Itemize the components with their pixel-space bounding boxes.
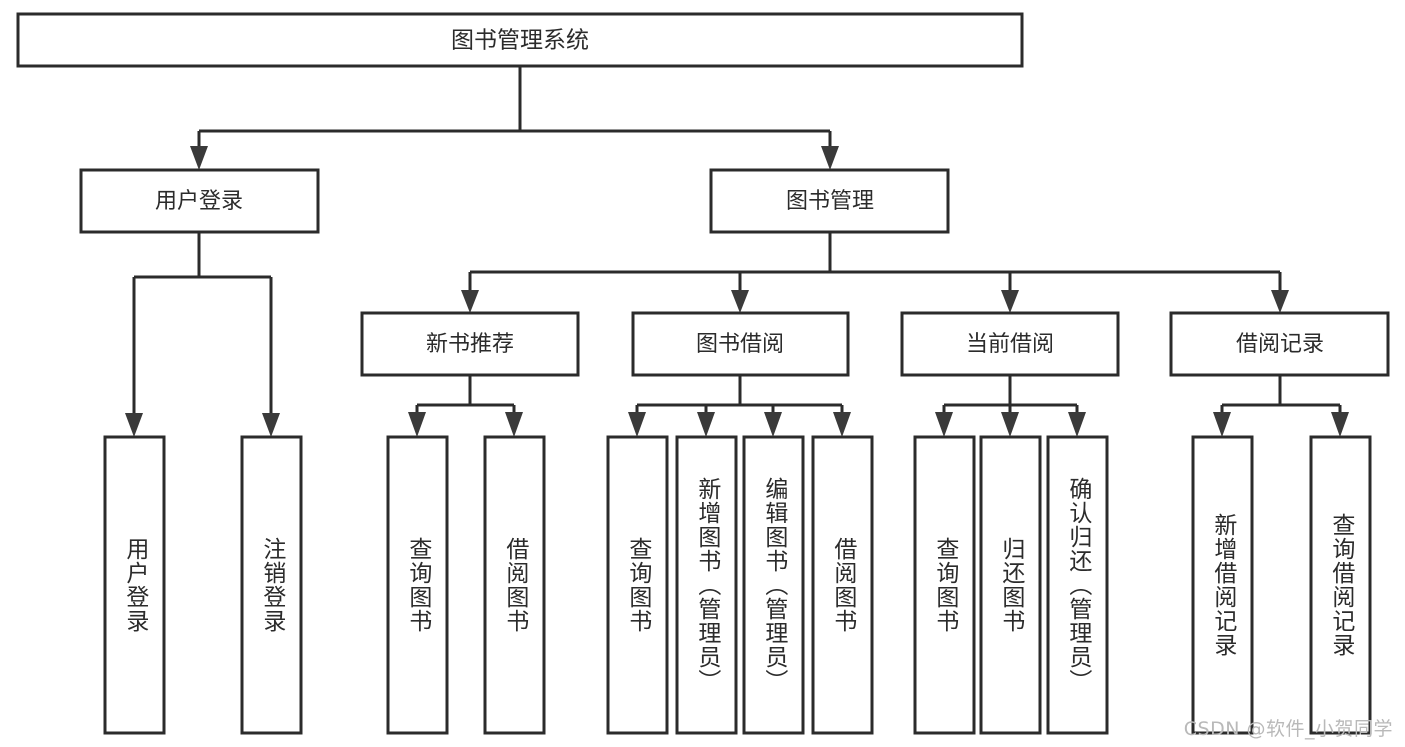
arrow-leaf-book-borrow-4 <box>833 412 851 437</box>
node-current-borrow[interactable]: 当前借阅 <box>900 311 1120 377</box>
leaf-box-current-borrow-2[interactable] <box>979 435 1042 735</box>
node-borrow-record-label: 借阅记录 <box>1236 332 1324 357</box>
node-root-box[interactable] <box>16 12 1024 68</box>
leaf-box-new-book-2[interactable] <box>483 435 546 735</box>
arrow-to-new-book <box>461 290 479 313</box>
node-book-borrow-label: 图书借阅 <box>696 332 784 357</box>
node-user-login[interactable]: 用户登录 <box>79 168 320 234</box>
leaf-box-layer <box>103 435 1372 735</box>
node-current-borrow-box[interactable] <box>900 311 1120 377</box>
node-book-manage-box[interactable] <box>709 168 950 234</box>
leaf-box-borrow-record-1[interactable] <box>1191 435 1254 735</box>
node-root[interactable]: 图书管理系统 <box>16 12 1024 68</box>
arrow-to-user-login <box>190 146 208 170</box>
leaf-box-current-borrow-3[interactable] <box>1046 435 1109 735</box>
arrow-leaf-current-borrow-3 <box>1068 412 1086 437</box>
arrow-to-borrow-record <box>1271 290 1289 313</box>
node-user-login-box[interactable] <box>79 168 320 234</box>
watermark-text: CSDN @软件_小贺同学 <box>1183 718 1393 740</box>
connector-layer <box>125 66 1349 437</box>
leaf-box-book-borrow-3[interactable] <box>742 435 805 735</box>
arrow-leaf-borrow-record-2 <box>1331 412 1349 437</box>
leaf-box-book-borrow-2[interactable] <box>675 435 738 735</box>
arrow-leaf-user-login-2 <box>262 413 280 437</box>
leaf-box-user-login-1[interactable] <box>103 435 166 735</box>
node-current-borrow-label: 当前借阅 <box>966 332 1054 357</box>
arrow-leaf-new-book-2 <box>505 412 523 437</box>
leaf-box-user-login-2[interactable] <box>240 435 303 735</box>
node-borrow-record[interactable]: 借阅记录 <box>1169 311 1390 377</box>
arrow-leaf-book-borrow-3 <box>764 412 782 437</box>
node-user-login-label: 用户登录 <box>155 189 243 214</box>
leaf-box-new-book-1[interactable] <box>386 435 449 735</box>
arrow-to-current-borrow <box>1001 290 1019 313</box>
arrow-to-book-manage <box>821 146 839 170</box>
node-new-book-recommend[interactable]: 新书推荐 <box>360 311 580 377</box>
node-book-borrow-box[interactable] <box>631 311 850 377</box>
arrow-leaf-borrow-record-1 <box>1213 412 1231 437</box>
arrow-leaf-book-borrow-1 <box>628 412 646 437</box>
node-root-label: 图书管理系统 <box>451 28 589 54</box>
node-book-manage-label: 图书管理 <box>786 189 874 214</box>
arrow-leaf-new-book-1 <box>408 412 426 437</box>
leaf-box-book-borrow-4[interactable] <box>811 435 874 735</box>
leaf-box-current-borrow-1[interactable] <box>913 435 976 735</box>
arrow-leaf-book-borrow-2 <box>697 412 715 437</box>
arrow-leaf-user-login-1 <box>125 413 143 437</box>
leaf-box-borrow-record-2[interactable] <box>1309 435 1372 735</box>
node-new-book-recommend-label: 新书推荐 <box>426 332 514 357</box>
arrow-leaf-current-borrow-1 <box>935 412 953 437</box>
node-new-book-recommend-box[interactable] <box>360 311 580 377</box>
arrow-leaf-current-borrow-2 <box>1001 412 1019 437</box>
node-borrow-record-box[interactable] <box>1169 311 1390 377</box>
leaf-box-book-borrow-1[interactable] <box>606 435 669 735</box>
arrow-to-book-borrow <box>731 290 749 313</box>
node-book-manage[interactable]: 图书管理 <box>709 168 950 234</box>
node-book-borrow[interactable]: 图书借阅 <box>631 311 850 377</box>
